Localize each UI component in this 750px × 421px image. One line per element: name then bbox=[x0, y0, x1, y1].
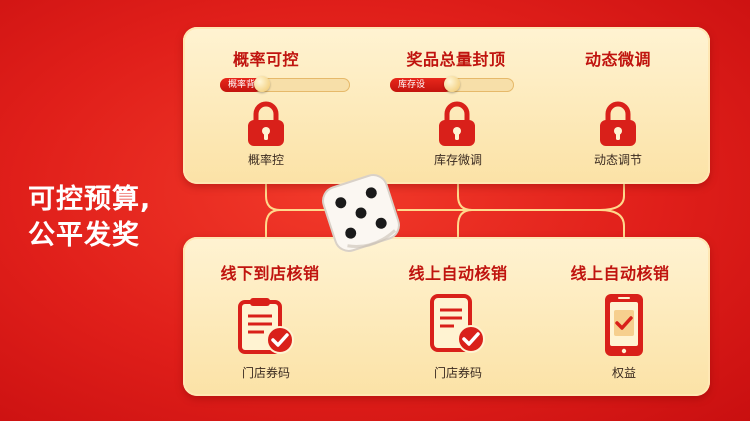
inventory-tuning-caption: 库存微调 bbox=[433, 153, 482, 167]
inventory-slider-knob[interactable] bbox=[444, 76, 460, 92]
benefit-caption: 权益 bbox=[611, 366, 636, 380]
online-redeem-title: 线上自动核销 bbox=[408, 264, 508, 283]
dynamic-tuning-title: 动态微调 bbox=[584, 50, 651, 69]
dice-icon bbox=[322, 174, 400, 252]
probability-control-title: 概率可控 bbox=[232, 50, 299, 69]
store-coupon-caption-2: 门店券码 bbox=[433, 366, 482, 380]
slogan-line-2: 公平发奖 bbox=[28, 220, 140, 251]
dynamic-adjust-caption: 动态调节 bbox=[593, 153, 642, 167]
probability-slider-label: 概率背调 bbox=[228, 80, 265, 90]
online-redeem-title-2: 线上自动核销 bbox=[570, 264, 670, 283]
phone-check-icon bbox=[605, 294, 643, 356]
lock-icon bbox=[248, 101, 284, 146]
probability-slider[interactable]: 概率背调 bbox=[220, 76, 350, 92]
probability-control-caption: 概率控 bbox=[247, 153, 284, 167]
tablet-check-icon bbox=[430, 294, 485, 353]
lock-icon bbox=[439, 101, 475, 146]
inventory-slider-fill bbox=[390, 78, 452, 92]
store-coupon-caption: 门店券码 bbox=[241, 366, 290, 380]
inventory-slider-label: 库存设 bbox=[398, 80, 426, 90]
probability-slider-knob[interactable] bbox=[254, 76, 270, 92]
prize-cap-title: 奖品总量封顶 bbox=[406, 50, 506, 69]
probability-slider-fill bbox=[220, 78, 262, 92]
offline-redeem-title: 线下到店核销 bbox=[220, 264, 320, 283]
clipboard-check-icon bbox=[238, 298, 294, 354]
inventory-slider[interactable]: 库存设 bbox=[390, 76, 514, 92]
slogan-line-1: 可控预算, bbox=[28, 184, 152, 215]
lock-icon bbox=[600, 101, 636, 146]
slogan: 可控预算, 公平发奖 bbox=[28, 182, 151, 254]
